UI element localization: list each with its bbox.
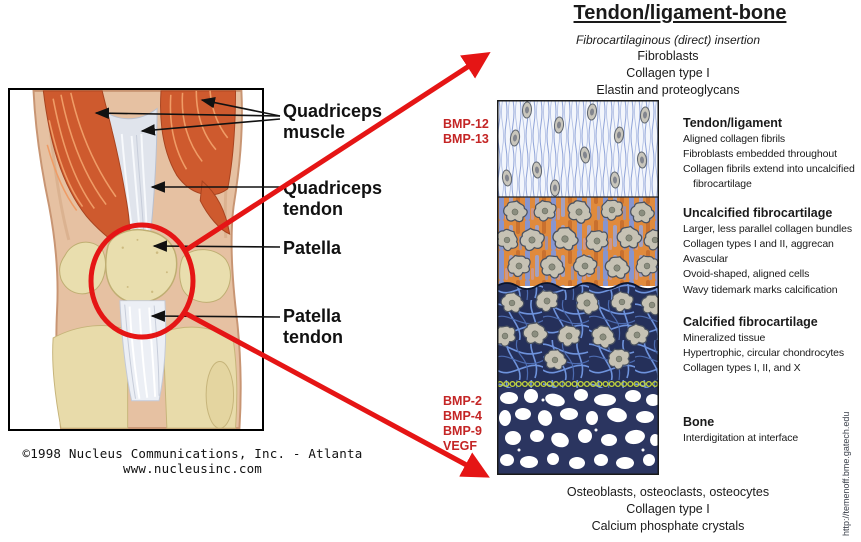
- factor-bmp12: BMP-12: [443, 117, 489, 131]
- source-url: http://temenoff.bme.gatech.edu: [841, 411, 851, 536]
- label-quadriceps-tendon: Quadriceps tendon: [283, 178, 383, 219]
- layer-uncalcified-fibrocartilage: [497, 194, 659, 286]
- layer-tendon-ligament: [497, 100, 659, 197]
- factor-vegf: VEGF: [443, 439, 478, 453]
- bone-composition-summary: Osteoblasts, osteoclasts, osteocytes Col…: [518, 484, 818, 535]
- insertion-line: Collagen type I: [626, 66, 710, 80]
- layer-detail: Ovoid-shaped, aligned cells: [683, 268, 810, 280]
- figure-title: Tendon/ligament-bone: [573, 2, 787, 24]
- label-quadriceps-muscle: Quadriceps muscle: [283, 101, 383, 142]
- insertion-type: Fibrocartilaginous (direct) insertion: [575, 33, 761, 47]
- knee-illustration: [32, 90, 243, 429]
- factor-bmp9: BMP-9: [443, 424, 482, 438]
- image-credit: ©1998 Nucleus Communications, Inc. - Atl…: [10, 446, 375, 476]
- patella-shape: [104, 228, 178, 304]
- growth-factors-bone: BMP-2 BMP-4 BMP-9 VEGF: [443, 394, 482, 454]
- factor-bmp4: BMP-4: [443, 409, 482, 423]
- layer-detail: Hypertrophic, circular chondrocytes: [683, 347, 845, 359]
- tidemark-wavy-line: [497, 282, 659, 290]
- layer-heading: Tendon/ligament: [683, 116, 783, 130]
- layer-heading: Calcified fibrocartilage: [683, 315, 818, 329]
- diagram-border: [497, 100, 659, 475]
- layer-heading: Bone: [683, 415, 715, 429]
- label-patella: Patella: [283, 238, 342, 258]
- layer-bone: [497, 388, 659, 475]
- insertion-diagram: [497, 100, 659, 475]
- insertion-line: Elastin and proteoglycans: [596, 83, 740, 97]
- layer-detail: Fibroblasts embedded throughout: [683, 148, 837, 160]
- layer-detail: Collagen types I and II, aggrecan: [683, 238, 834, 250]
- layer-detail: fibrocartilage: [693, 178, 752, 190]
- annotation-bone: Bone Interdigitation at interface: [683, 415, 861, 446]
- layer-detail: Collagen types I, II, and X: [683, 362, 801, 374]
- layer-detail: Larger, less parallel collagen bundles: [683, 223, 852, 235]
- tidemark-note: Wavy tidemark marks calcification: [683, 284, 838, 296]
- label-patella-tendon: Patella tendon: [283, 306, 343, 347]
- knee-illustration-frame: [8, 88, 264, 431]
- insertion-line: Fibroblasts: [637, 49, 699, 63]
- credit-line-1: ©1998 Nucleus Communications, Inc. - Atl…: [22, 446, 363, 461]
- annotation-uncalcified-fibrocartilage: Uncalcified fibrocartilage Larger, less …: [683, 206, 861, 282]
- insertion-summary: Fibrocartilaginous (direct) insertion Fi…: [518, 32, 818, 99]
- bone-summary-line: Collagen type I: [626, 502, 710, 516]
- bone-summary-line: Calcium phosphate crystals: [591, 519, 745, 533]
- layer-heading: Uncalcified fibrocartilage: [683, 206, 833, 220]
- growth-factors-tendon: BMP-12 BMP-13: [443, 117, 489, 147]
- factor-bmp2: BMP-2: [443, 394, 482, 408]
- annotation-calcified-fibrocartilage: Calcified fibrocartilage Mineralized tis…: [683, 315, 861, 376]
- layer-detail: Interdigitation at interface: [683, 432, 799, 444]
- calcification-front-coil: [497, 379, 659, 388]
- bone-summary-line: Osteoblasts, osteoclasts, osteocytes: [566, 485, 770, 499]
- layer-calcified-fibrocartilage: [497, 282, 659, 388]
- layer-detail: Mineralized tissue: [683, 332, 766, 344]
- factor-bmp13: BMP-13: [443, 132, 489, 146]
- layer-detail: Collagen fibrils extend into uncalcified: [683, 163, 855, 175]
- annotation-tendon-ligament: Tendon/ligament Aligned collagen fibrils…: [683, 116, 861, 192]
- credit-line-2: www.nucleusinc.com: [122, 461, 263, 476]
- layer-detail: Avascular: [683, 253, 729, 265]
- layer-detail: Aligned collagen fibrils: [683, 133, 786, 145]
